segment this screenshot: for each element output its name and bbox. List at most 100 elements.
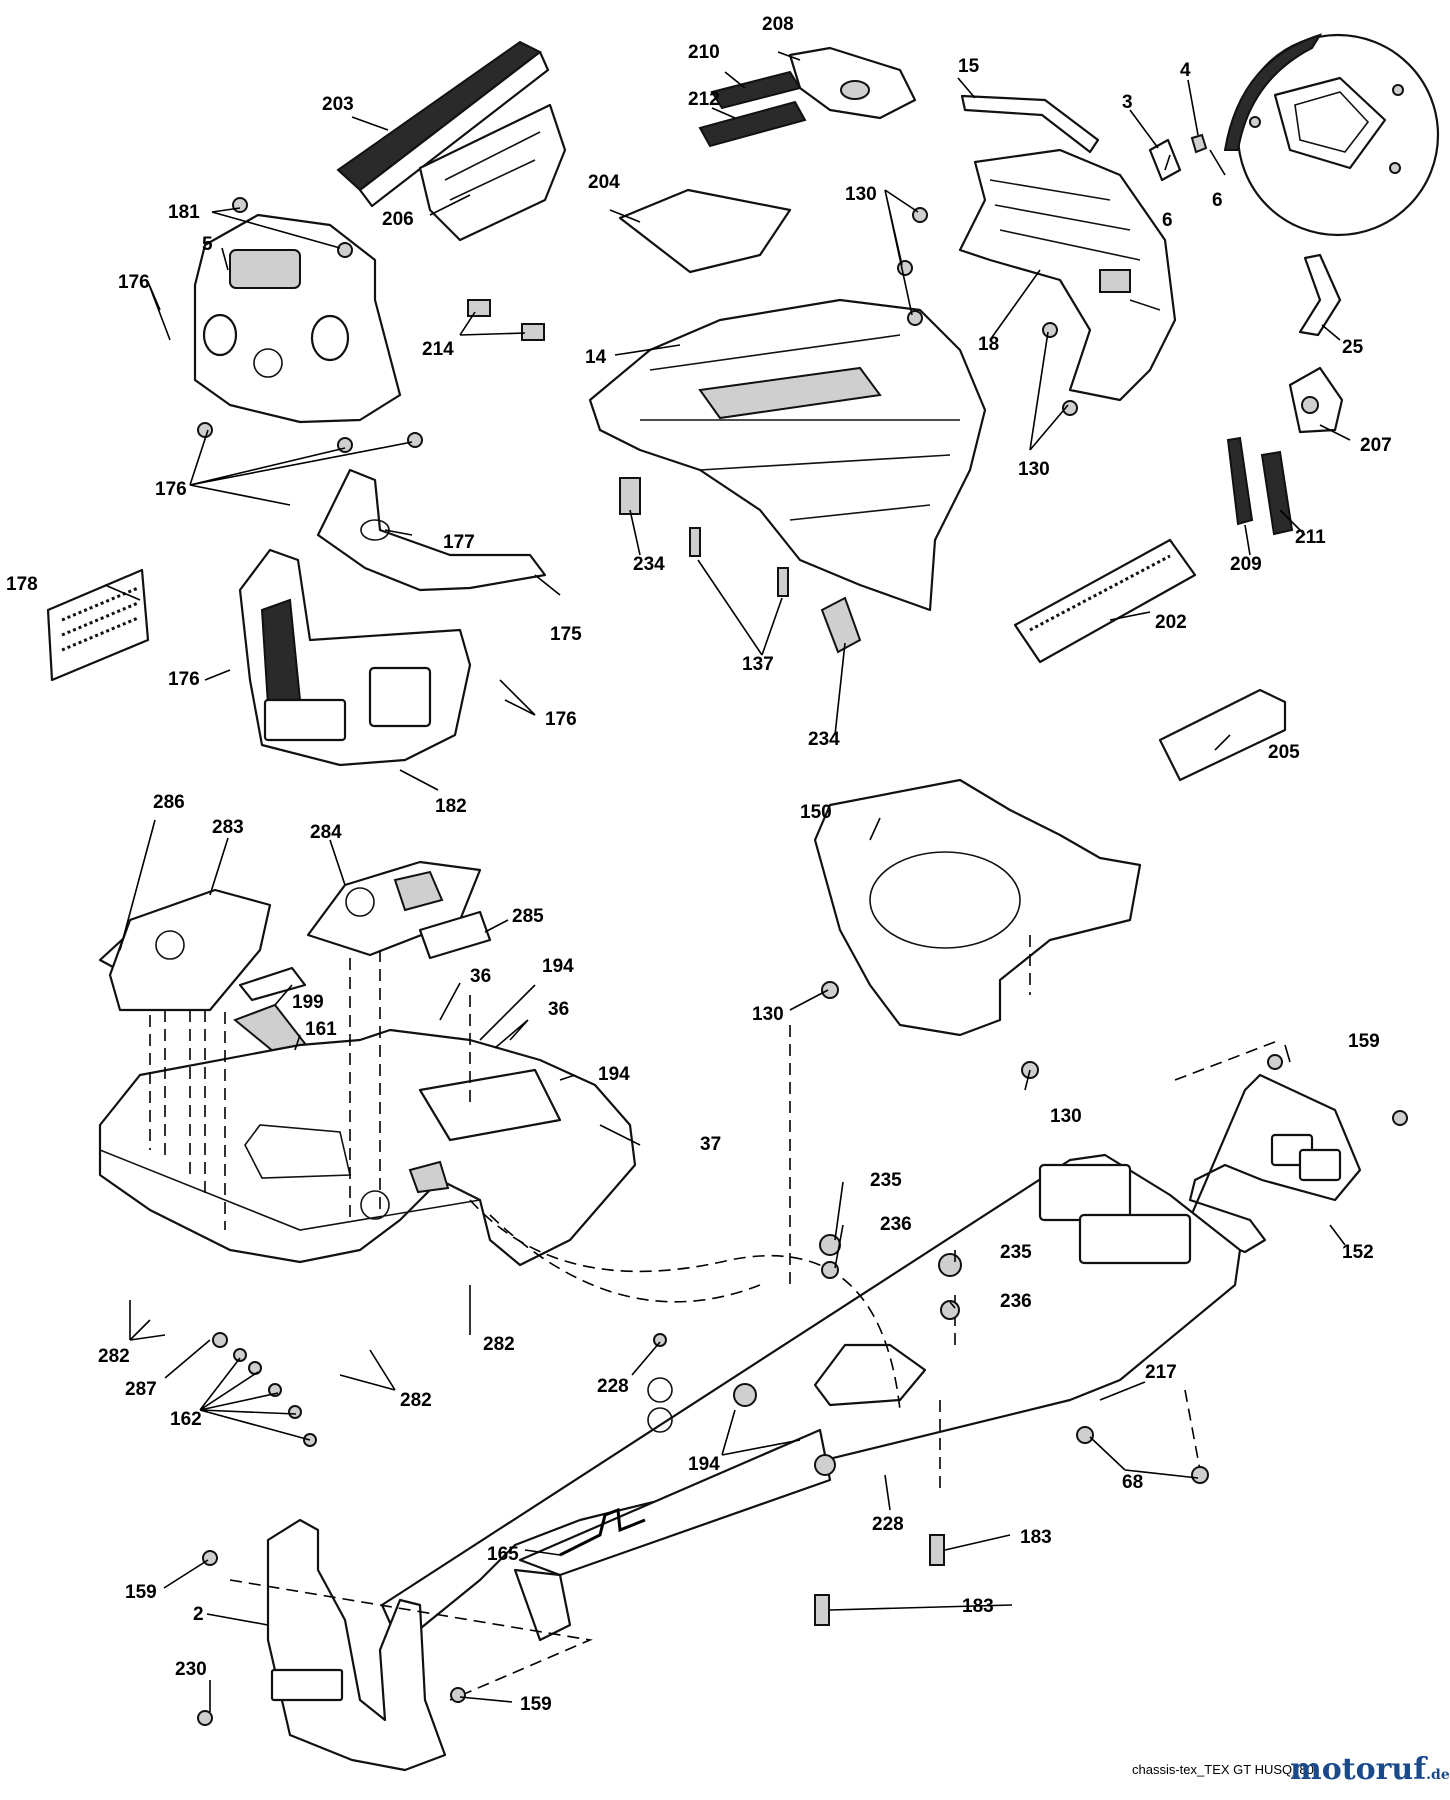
brand-watermark: motoruf.de	[1290, 1752, 1450, 1787]
label-217: 217	[1145, 1362, 1177, 1383]
part-212-mesh-insert	[698, 100, 807, 148]
label-209: 209	[1230, 554, 1262, 575]
label-194c: 194	[688, 1454, 720, 1475]
part-202-bumper-grille	[1013, 538, 1197, 664]
label-165: 165	[487, 1544, 519, 1565]
label-2: 2	[193, 1604, 204, 1625]
drawing-id: chassis-tex_TEX GT HUSQ_80	[1132, 1762, 1314, 1777]
label-176c: 176	[168, 669, 200, 690]
label-18: 18	[978, 334, 999, 355]
part-dash-console-upper	[193, 213, 402, 424]
label-6b: 6	[1212, 190, 1223, 211]
part-frame-main	[380, 1153, 1242, 1647]
label-287: 287	[125, 1379, 157, 1400]
part-203-front-grille	[336, 40, 550, 208]
part-234-pad-2	[820, 596, 862, 654]
label-5: 5	[202, 234, 213, 255]
label-212: 212	[688, 89, 720, 110]
label-130a: 130	[845, 184, 877, 205]
label-234a: 234	[633, 554, 665, 575]
label-205: 205	[1268, 742, 1300, 763]
label-176b: 176	[155, 479, 187, 500]
part-208-headlight-cover	[788, 46, 917, 120]
detail-zoom-circle	[1223, 33, 1440, 237]
label-159a: 159	[1348, 1031, 1380, 1052]
part-178-vent-grille	[46, 568, 150, 682]
label-214: 214	[422, 339, 454, 360]
part-25-corner-trim	[1298, 253, 1342, 337]
label-178: 178	[6, 574, 38, 595]
brand-suffix: .de	[1426, 1767, 1450, 1783]
part-labels: 203 208 210 212 15 3 4 6 6 181 5 176 206…	[6, 14, 1392, 1715]
part-15-trim-strip	[960, 94, 1100, 154]
part-283-left-fender	[108, 888, 272, 1012]
label-36b: 36	[548, 999, 569, 1020]
label-182: 182	[435, 796, 467, 817]
label-36a: 36	[470, 966, 491, 987]
label-285: 285	[512, 906, 544, 927]
part-182-lower-dash	[238, 548, 472, 767]
part-209-grille-side	[1226, 436, 1254, 526]
part-204-top-panel	[618, 188, 792, 274]
label-37: 37	[700, 1134, 721, 1155]
label-235b: 235	[1000, 1242, 1032, 1263]
part-205-lower-trim	[1158, 688, 1287, 782]
label-228a: 228	[597, 1376, 629, 1397]
part-284-right-fender	[306, 860, 482, 957]
label-236b: 236	[1000, 1291, 1032, 1312]
label-194a: 194	[542, 956, 574, 977]
label-25: 25	[1342, 337, 1364, 358]
label-137: 137	[742, 654, 774, 675]
label-181: 181	[168, 202, 200, 223]
label-283: 283	[212, 817, 244, 838]
part-214-switch-2	[521, 323, 545, 341]
label-14: 14	[585, 347, 607, 368]
label-162: 162	[170, 1409, 202, 1430]
leader-lines	[104, 51, 1351, 1712]
label-286: 286	[153, 792, 185, 813]
part-206-grille-bracket	[418, 103, 567, 242]
label-176a: 176	[118, 272, 150, 293]
hardware-fasteners	[197, 197, 1408, 1726]
label-177: 177	[443, 532, 475, 553]
part-211-grille-side	[1260, 450, 1294, 536]
label-150: 150	[800, 802, 832, 823]
label-203: 203	[322, 94, 354, 115]
part-152-rear-bracket	[1183, 1073, 1362, 1254]
part-285-pad	[418, 910, 492, 960]
label-202: 202	[1155, 612, 1187, 633]
part-2-front-bracket	[266, 1518, 447, 1772]
part-4-clip	[1190, 133, 1208, 154]
label-207: 207	[1360, 435, 1392, 456]
label-130c: 130	[752, 1004, 784, 1025]
label-130b: 130	[1018, 459, 1050, 480]
label-4: 4	[1180, 60, 1191, 81]
label-183a: 183	[1020, 1527, 1052, 1548]
label-199: 199	[292, 992, 324, 1013]
part-150-floor-pan	[813, 778, 1142, 1037]
label-228b: 228	[872, 1514, 904, 1535]
part-137-strip	[689, 527, 701, 557]
label-68: 68	[1122, 1472, 1143, 1493]
label-282c: 282	[400, 1390, 432, 1411]
label-159b: 159	[125, 1582, 157, 1603]
part-3-bracket	[1148, 138, 1182, 182]
label-204: 204	[588, 172, 620, 193]
label-6a: 6	[1162, 210, 1173, 231]
label-234b: 234	[808, 729, 840, 750]
part-199-clip	[238, 966, 307, 1002]
label-159c: 159	[520, 1694, 552, 1715]
label-161: 161	[305, 1019, 337, 1040]
part-214-switch	[467, 299, 491, 317]
label-208: 208	[762, 14, 794, 35]
part-165-lever	[559, 1507, 646, 1557]
part-37-fender-deck	[98, 1028, 637, 1267]
label-211: 211	[1295, 527, 1326, 548]
label-236a: 236	[880, 1214, 912, 1235]
label-3: 3	[1122, 92, 1133, 113]
label-235a: 235	[870, 1170, 902, 1191]
label-152: 152	[1342, 1242, 1374, 1263]
part-14-hood	[588, 298, 987, 612]
label-230: 230	[175, 1659, 207, 1680]
